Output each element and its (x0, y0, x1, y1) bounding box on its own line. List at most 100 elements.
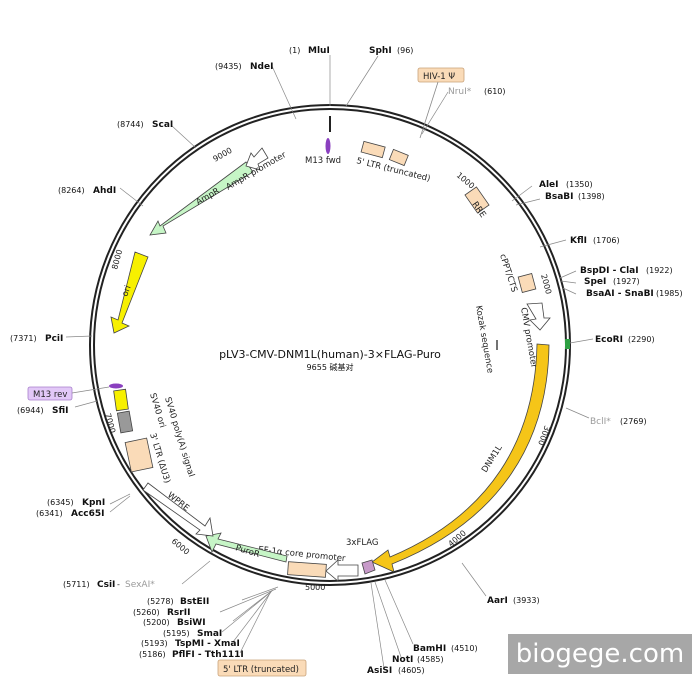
tick-2000: 2000 (539, 273, 553, 295)
ecori-marker (565, 339, 570, 349)
ef1a-block (287, 561, 327, 578)
m13-rev-leader (71, 386, 110, 394)
cmv-arrow (526, 302, 551, 331)
site-name-bamhi: BamHI (413, 644, 446, 654)
ori-arrow (110, 251, 149, 334)
tick-9000: 9000 (212, 146, 234, 164)
site-pos-rsrii: (5260) (133, 608, 160, 617)
site-name-ecori: EcoRI (595, 335, 623, 345)
tick-5000: 5000 (305, 583, 325, 592)
site-pos-sphi: (96) (397, 46, 413, 55)
site-pos-acc65i: (6341) (36, 509, 63, 518)
tick-1000: 1000 (455, 171, 476, 191)
ampr-promoter-arrow (245, 147, 269, 171)
m13-fwd-primer (325, 138, 331, 154)
site-name-aari: AarI (487, 596, 508, 606)
flag-label: 3xFLAG (346, 538, 379, 548)
site-pos-bspdi-clai: (1922) (646, 266, 673, 275)
site-name-bsiwi: BsiWI (177, 618, 206, 628)
site-name-pflfi-tth111i: PflFI - Tth111I (172, 650, 244, 660)
site-name-bspdi-clai: BspDI - ClaI (580, 266, 639, 276)
site-name-sexai: SexAI* (125, 580, 155, 590)
site-pos-mlui: (1) (289, 46, 300, 55)
site-name-ahdi: AhdI (93, 186, 116, 196)
site-pos-spei: (1927) (613, 277, 640, 286)
site-pos-bcli: (2769) (620, 417, 647, 426)
site-name-smai: SmaI (197, 629, 222, 639)
plasmid-size: 9655 碱基对 (307, 362, 354, 372)
site-pos-smai: (5195) (163, 629, 190, 638)
hiv1-psi-box (417, 67, 465, 83)
backbone-outer (89, 104, 571, 586)
site-name-csii: CsiI (97, 580, 115, 590)
ef1a-arrow (325, 559, 359, 582)
site-pos-csii: (5711) (63, 580, 90, 589)
site-name-spei: SpeI (584, 277, 606, 287)
site-name-alei: AleI (539, 180, 559, 190)
hiv1-leader (419, 81, 439, 139)
site-name-rsrii: RsrII (167, 608, 190, 618)
site-pos-ahdi: (8264) (58, 186, 85, 195)
site-pos-ndei: (9435) (215, 62, 242, 71)
wpre-arrow (142, 482, 214, 537)
site-pos-bsabi: (1398) (578, 192, 605, 201)
site-name-mlui: MluI (308, 46, 330, 56)
site-name-bsaai-snabi: BsaAI - SnaBI (586, 289, 654, 299)
ltr5-top-block-2 (388, 148, 409, 167)
site-pos-ecori: (2290) (628, 335, 655, 344)
site-pos-nrui: (610) (484, 87, 506, 96)
site-pos-noti: (4585) (417, 655, 444, 664)
rre-block (464, 186, 490, 214)
puror-label: PuroR (234, 543, 261, 560)
site-name-acc65i: Acc65I (71, 509, 105, 519)
m13-rev-primer (109, 383, 123, 389)
ltr5-top-block-1 (360, 140, 386, 159)
ampr-arrow (149, 161, 254, 236)
site-pos-kpni: (6345) (47, 498, 74, 507)
site-name-ndei: NdeI (250, 62, 273, 72)
site-pos-bsaai-snabi: (1985) (656, 289, 683, 298)
site-name-sfii: SfiI (52, 406, 69, 416)
cppt-block (517, 272, 537, 294)
site-name-tspmi-xmai: TspMI - XmaI (175, 639, 240, 649)
site-pos-pcii: (7371) (10, 334, 37, 343)
site-name-scai: ScaI (152, 120, 173, 130)
site-name-pcii: PciI (45, 334, 63, 344)
site-name-asisi: AsiSI (367, 666, 392, 676)
hiv1-psi-label: HIV-1 Ψ (423, 72, 455, 82)
site-leaders (65, 55, 594, 669)
ori-label: ori (120, 284, 133, 298)
ampr-label: AmpR (195, 186, 222, 207)
site-pos-kfli: (1706) (593, 236, 620, 245)
site-pos-alei: (1350) (566, 180, 593, 189)
site-pos-tspmi: (5193) (141, 639, 168, 648)
site-pos-sfii: (6944) (17, 406, 44, 415)
puror-arrow (205, 532, 288, 563)
site-name-nrui: NruI* (448, 87, 472, 97)
sv40-ori-block (113, 388, 129, 412)
site-pos-bsteii: (5278) (147, 597, 174, 606)
site-name-bsteii: BstEII (180, 597, 209, 607)
flag-block (361, 559, 376, 575)
site-pos-scai: (8744) (117, 120, 144, 129)
site-name-bsabi: BsaBI (545, 192, 574, 202)
m13-rev-label: M13 rev (33, 390, 67, 400)
m13-fwd-label: M13 fwd (305, 156, 341, 166)
site-pos-asisi: (4605) (398, 666, 425, 675)
kozak-label: Kozak sequence (473, 305, 495, 374)
sv40-polya-block (116, 410, 134, 434)
site-name-bcli: BclI* (590, 417, 611, 427)
backbone-inner (93, 108, 567, 582)
ltr5-bottom-label: 5' LTR (truncated) (223, 665, 299, 675)
plasmid-title: pLV3-CMV-DNM1L(human)-3×FLAG-Puro (219, 348, 441, 361)
site-pos-pflfi: (5186) (139, 650, 166, 659)
site-pos-bamhi: (4510) (451, 644, 478, 653)
dnm1l-arrow (371, 343, 550, 573)
cppt-label: cPPT/CTS (497, 253, 519, 294)
m13-rev-box (27, 386, 73, 401)
site-name-kfli: KflI (570, 236, 587, 246)
watermark-logo: biogege.com (508, 634, 692, 674)
ltr3-block (124, 437, 154, 473)
